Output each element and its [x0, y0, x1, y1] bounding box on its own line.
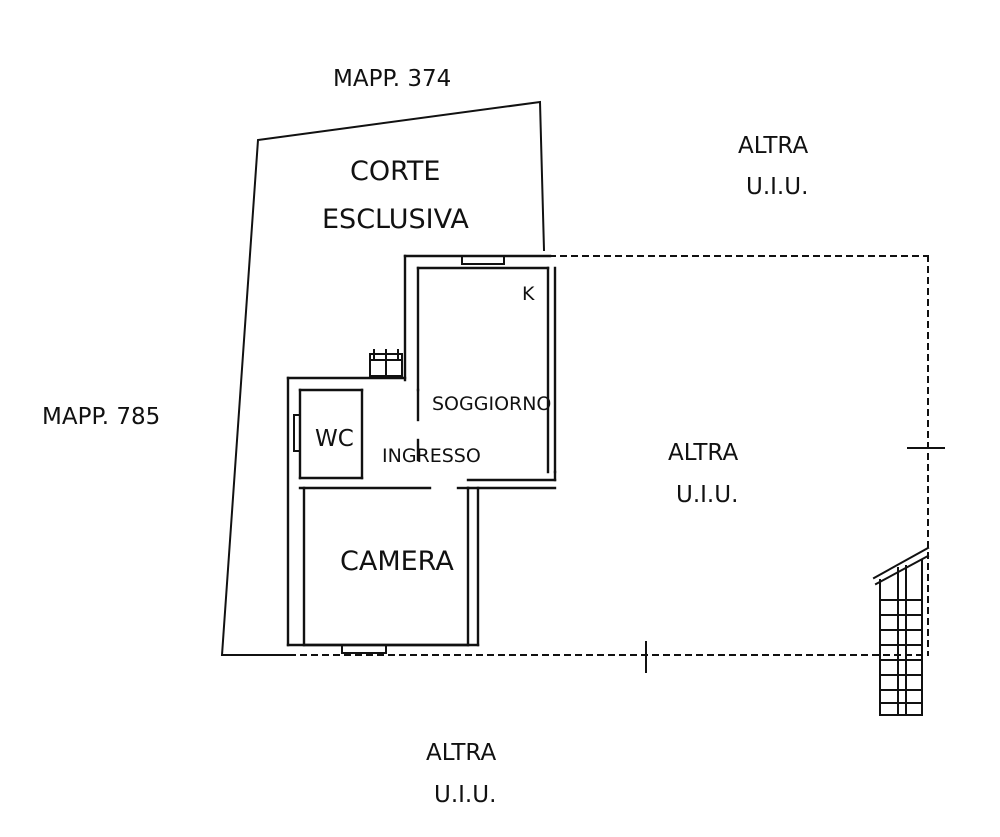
altra-ne-line1: ALTRA: [738, 133, 808, 159]
room-camera-label: CAMERA: [340, 546, 454, 577]
windows: [293, 255, 505, 654]
mapp-north-label: MAPP. 374: [333, 66, 451, 92]
altra-center-line1: ALTRA: [668, 440, 738, 466]
entrance-symbol: [369, 349, 403, 377]
corte-label-line2: ESCLUSIVA: [322, 204, 469, 235]
altra-south-line2: U.I.U.: [434, 782, 496, 808]
room-wc-label: WC: [315, 426, 354, 452]
room-kitchen-label: K: [522, 283, 535, 305]
courtyard-outline: [220, 100, 546, 656]
room-soggiorno-label: SOGGIORNO: [432, 393, 551, 415]
altra-south-line1: ALTRA: [426, 740, 496, 766]
corte-label-line1: CORTE: [350, 156, 440, 187]
altra-ne-line2: U.I.U.: [746, 174, 808, 200]
other-unit-boundary: [289, 255, 945, 673]
altra-center-line2: U.I.U.: [676, 482, 738, 508]
staircase: [872, 546, 930, 716]
room-ingresso-label: INGRESSO: [382, 445, 481, 467]
mapp-west-label: MAPP. 785: [42, 404, 160, 430]
